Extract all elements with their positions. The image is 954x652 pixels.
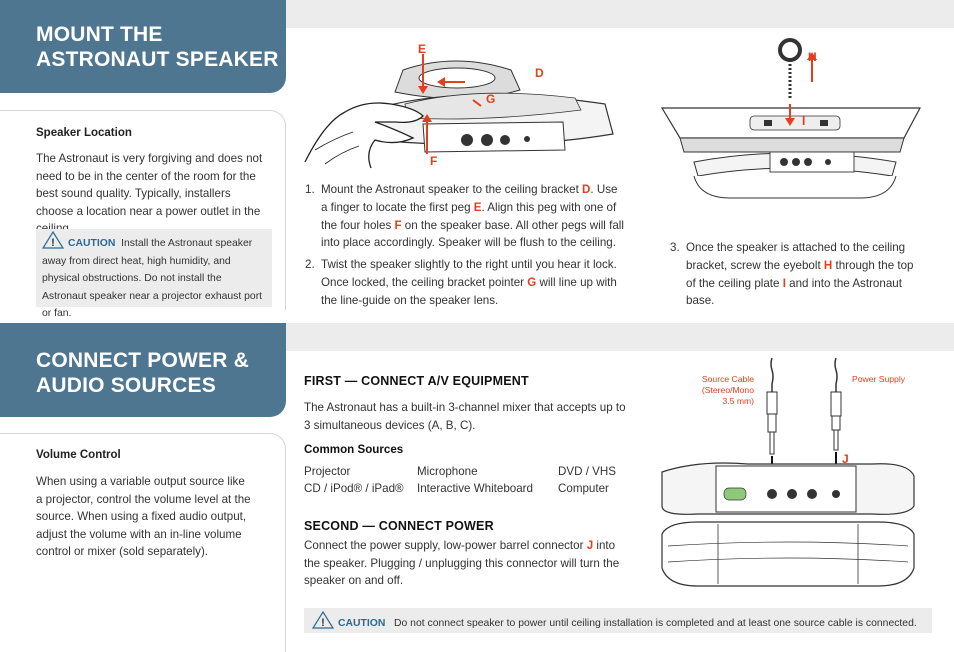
svg-text:!: ! <box>51 237 55 249</box>
caution-text: Install the Astronaut speaker away from … <box>42 238 263 319</box>
mount-illustration <box>304 54 614 169</box>
step-1-number: 1. <box>305 183 315 196</box>
eyebolt-illustration <box>660 38 921 199</box>
step-1-ref-D: D <box>582 183 591 196</box>
speaker-location-heading: Speaker Location <box>36 127 132 139</box>
caution-label: CAUTION <box>338 618 386 629</box>
step-1: 1. Mount the Astronaut speaker to the ce… <box>305 181 625 252</box>
second-text: Connect the power supply, low-power barr… <box>304 537 626 590</box>
step-1-text-c: . Align this peg with one of the four ho… <box>321 200 617 232</box>
mount-title-line1: MOUNT THE <box>36 23 163 46</box>
second-ref-J: J <box>586 539 594 552</box>
source-projector: Projector <box>304 465 351 478</box>
label-I: I <box>802 114 806 128</box>
step-2: 2. Twist the speaker slightly to the rig… <box>305 256 625 309</box>
label-G: G <box>486 92 496 106</box>
step-3-text-b: through the top of the ceiling plate <box>686 258 914 290</box>
label-J: J <box>842 452 849 466</box>
common-sources-heading: Common Sources <box>304 443 404 456</box>
mount-steps-1-2: 1. Mount the Astronaut speaker to the ce… <box>305 181 625 314</box>
volume-control-text: When using a variable output source like… <box>36 475 251 558</box>
connect-side-panel <box>0 433 286 652</box>
top-header-band <box>286 0 954 28</box>
source-cd-ipod: CD / iPod® / iPad® <box>304 482 404 495</box>
connect-title-box: CONNECT POWER & AUDIO SOURCES <box>0 323 286 417</box>
step-2-text-b: will line up with the line-guide on the … <box>321 275 617 307</box>
mount-step-3: 3. Once the speaker is attached to the c… <box>670 239 915 314</box>
label-E: E <box>418 42 427 56</box>
first-heading: FIRST — CONNECT A/V EQUIPMENT <box>304 374 529 388</box>
step-3-ref-I: I <box>782 276 786 290</box>
step-1-ref-F: F <box>394 218 402 232</box>
step-3-text-c: and into the Astronaut base. <box>686 276 902 308</box>
caution-text: Do not connect speaker to power until ce… <box>394 618 917 629</box>
connect-caution-box: ! CAUTION Do not connect speaker to powe… <box>304 608 932 633</box>
second-text-b: into the speaker. Plugging / unplugging … <box>304 539 620 587</box>
step-2-text-a: Twist the speaker slightly to the right … <box>321 258 617 289</box>
source-microphone: Microphone <box>417 465 478 478</box>
step-1-text-d: on the speaker base. All other pegs will… <box>321 218 624 250</box>
first-text: The Astronaut has a built-in 3-channel m… <box>304 401 626 432</box>
step-1-ref-E: E <box>473 200 482 214</box>
connect-title-line1: CONNECT POWER & <box>36 349 249 372</box>
svg-text:!: ! <box>321 617 325 629</box>
step-3-ref-H: H <box>823 258 833 272</box>
source-cable-label: Source Cable (Stereo/Mono 3.5 mm) <box>701 374 754 406</box>
second-text-a: Connect the power supply, low-power barr… <box>304 539 587 552</box>
step-3-number: 3. <box>670 241 680 254</box>
speaker-location-text: The Astronaut is very forgiving and does… <box>36 152 263 235</box>
step-1-text-b: . Use a finger to locate the first peg <box>321 183 618 214</box>
label-D: D <box>535 66 544 80</box>
label-H: H <box>808 50 817 64</box>
source-whiteboard: Interactive Whiteboard <box>417 482 533 495</box>
connect-illustration <box>661 357 915 587</box>
second-heading: SECOND — CONNECT POWER <box>304 519 494 533</box>
connect-title-line2: AUDIO SOURCES <box>36 374 216 397</box>
step-3: 3. Once the speaker is attached to the c… <box>670 239 915 310</box>
power-supply-label: Power Supply <box>852 374 906 384</box>
sources-grid: Projector Microphone DVD / VHS CD / iPod… <box>304 463 624 499</box>
source-dvd: DVD / VHS <box>558 465 616 478</box>
label-F: F <box>430 154 438 168</box>
step-1-text-a: Mount the Astronaut speaker to the ceili… <box>321 183 583 196</box>
mount-caution-box: ! CAUTION Install the Astronaut speaker … <box>36 229 272 319</box>
volume-control-heading: Volume Control <box>36 449 121 461</box>
caution-label: CAUTION <box>68 238 116 249</box>
step-2-ref-G: G <box>527 275 537 289</box>
step-3-text-a: Once the speaker is attached to the ceil… <box>686 241 906 272</box>
mount-side-panel <box>0 110 286 310</box>
warning-icon: ! <box>41 230 65 249</box>
mount-title-box: MOUNT THE ASTRONAUT SPEAKER <box>0 0 286 93</box>
source-computer: Computer <box>558 482 609 495</box>
warning-icon: ! <box>311 610 335 629</box>
bottom-header-band <box>286 323 954 351</box>
step-2-number: 2. <box>305 258 315 272</box>
mount-title-line2: ASTRONAUT SPEAKER <box>36 48 279 71</box>
